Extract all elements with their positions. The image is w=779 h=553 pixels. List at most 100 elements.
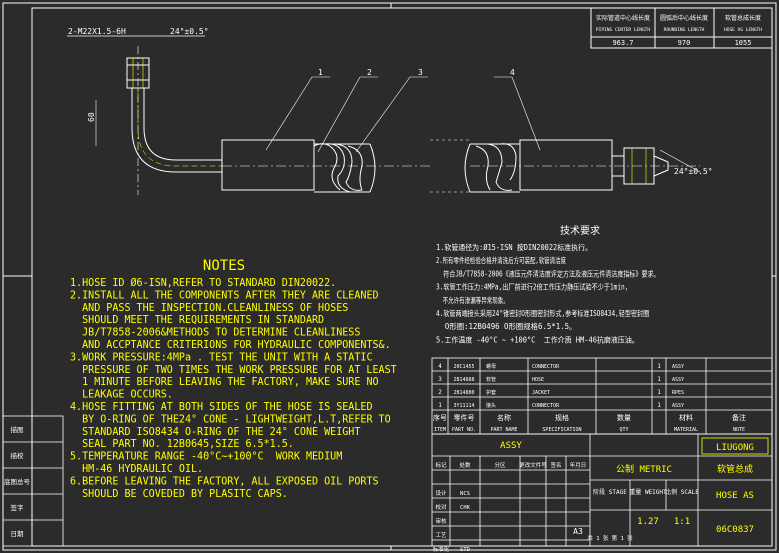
left-fitting-body bbox=[221, 139, 315, 191]
notes-line: SEAL PART NO. 12B0645,SIZE 6.5*1.5. bbox=[70, 439, 294, 450]
bom-row-part: 3Y11114 bbox=[453, 403, 474, 409]
title-block-signs: 标记处数分区更改文件号签名年月日 bbox=[435, 461, 586, 469]
title-block-roles: 设计NCS校对CHK审核工艺标准化STD批准APP bbox=[433, 489, 471, 553]
bom-row-en: JACKET bbox=[532, 390, 550, 396]
title-cn: 软管总成 bbox=[717, 463, 753, 475]
bom-h-name-en: PART NAME bbox=[490, 427, 517, 433]
mass-value: 1.27 bbox=[637, 517, 659, 527]
bom-row-mat: ASSY bbox=[672, 403, 684, 409]
left-strip-label: 日期 bbox=[11, 530, 25, 538]
title-block-sign: 签名 bbox=[550, 461, 561, 469]
bom-h-no-en: ITEM bbox=[434, 427, 446, 433]
left-strip-label: 描校 bbox=[11, 451, 25, 460]
notes-line: SHOULD BE COVEDED BY PLASITC CAPS. bbox=[70, 489, 288, 500]
notes-line: AND PASS THE INSPECTION.CLEANLINESS OF H… bbox=[70, 303, 348, 314]
tech-req-line: 符合JB/T7858-2006《液压元件清洁度评定方法及液压元件清洁度指标》要求… bbox=[436, 268, 660, 278]
bom-row-no: 2 bbox=[438, 389, 442, 396]
bom-row-qty: 1 bbox=[657, 363, 661, 370]
length-header-2-en: HOSE AS LENGTH bbox=[724, 27, 762, 33]
title-block-role: 工艺 bbox=[435, 532, 447, 539]
scale-label: 比例 SCALE bbox=[665, 488, 699, 496]
scale-value: 1:1 bbox=[674, 517, 690, 527]
balloon-1: 1 bbox=[318, 68, 323, 77]
thread-label: 2-M22X1.5-6H bbox=[68, 27, 126, 36]
metric-label: 公制 METRIC bbox=[616, 463, 672, 475]
cone-angle-right: 24°±0.5° bbox=[674, 167, 713, 176]
bom-h-part-cn: 零件号 bbox=[454, 413, 475, 422]
notes-line: BY O-RING OF THE24° CONE - LIGHTWEIGHT,L… bbox=[70, 414, 391, 425]
bom-row-en: HOSE bbox=[532, 377, 544, 383]
length-header-1-en: ROUNDING LENGTH bbox=[664, 27, 705, 33]
tech-req-line: O形圈:12B0496 O形圈规格6.5*1.5。 bbox=[436, 321, 576, 331]
left-strip-label: 签字 bbox=[11, 503, 25, 512]
logo bbox=[701, 437, 769, 455]
title-block-sign: 标记 bbox=[435, 461, 447, 469]
notes-line: 1.HOSE ID Ø6-ISN,REFER TO STANDARD DIN20… bbox=[70, 277, 336, 289]
bom-h-spec-cn: 规格 bbox=[555, 413, 569, 422]
notes-line: 2.INSTALL ALL THE COMPONENTS AFTER THEY … bbox=[70, 290, 379, 301]
bom-h-mat-cn: 材料 bbox=[679, 413, 693, 422]
total-sheets: 共 1 张 第 1 张 bbox=[587, 534, 633, 542]
bom-header: 序号 ITEM 零件号 PART NO. 名称 PART NAME 规格 SPE… bbox=[433, 413, 746, 433]
bom-row-part: 2B14888 bbox=[453, 377, 474, 383]
balloon-3: 3 bbox=[418, 68, 423, 77]
tech-req-line: 2.所有零件经检验合格并清洗后方可装配,软管清洁度 bbox=[436, 255, 566, 265]
title-block-sign: 处数 bbox=[459, 461, 471, 469]
title-block-role: 标准化 bbox=[433, 545, 450, 553]
bom-row-en: CONNECTOR bbox=[532, 364, 560, 370]
title-block-role-name: NCS bbox=[460, 491, 470, 497]
bom-h-qty-en: QTY bbox=[619, 427, 628, 433]
logo-text: LIUGONG bbox=[716, 443, 754, 453]
tech-requirements: 技术要求 1.软管通径为:Ø15-ISN 按DIN20022标准执行。2.所有零… bbox=[436, 224, 660, 344]
notes-line: LEAKAGE OCCURS. bbox=[70, 390, 173, 401]
bom-row-no: 1 bbox=[438, 402, 442, 409]
bom-row-no: 3 bbox=[438, 376, 442, 383]
notes-line: 5.TEMPERATURE RANGE -40°C~+100°C WORK ME… bbox=[70, 452, 342, 463]
bom-h-mat-en: MATERIAL bbox=[674, 427, 698, 433]
title-block-role: 校对 bbox=[435, 503, 447, 511]
bend-dimension: 60 bbox=[87, 112, 96, 122]
notes-title: NOTES bbox=[203, 258, 245, 274]
spring-guard-left bbox=[313, 143, 376, 193]
bom-row-cn: 螺母 bbox=[486, 363, 496, 370]
title-block-sign: 分区 bbox=[494, 461, 506, 469]
bom-h-note-cn: 备注 bbox=[732, 413, 746, 422]
notes-line: AND ACCPTANCE CRITERIONS FOR HYDRAULIC C… bbox=[70, 340, 391, 351]
tech-req-line: 5.工作温度 -40°C ~ +100°C 工作介质 HM-46抗磨液压油。 bbox=[436, 334, 639, 344]
stage-label: 阶段 STAGE bbox=[593, 488, 627, 496]
notes-line: HM-46 HYDRAULIC OIL. bbox=[70, 464, 203, 475]
right-nut bbox=[623, 147, 655, 185]
bom-row-en: CONNECTOR bbox=[532, 403, 560, 409]
title-block-sign: 更改文件号 bbox=[519, 461, 547, 469]
length-header-0-en: PIPING CENTER LENGTH bbox=[596, 27, 650, 33]
bom-h-part-en: PART NO. bbox=[452, 427, 476, 433]
length-header-1-cn: 圆弧后中心线长度 bbox=[660, 14, 708, 22]
cone-angle-left: 24°±0.5° bbox=[170, 27, 209, 36]
bom-h-note-en: NOTE bbox=[733, 427, 745, 433]
title-en: HOSE AS bbox=[716, 491, 754, 501]
bom-h-qty-cn: 数量 bbox=[617, 413, 631, 422]
bom-row-cn: 接头 bbox=[486, 402, 496, 409]
inner-frame bbox=[31, 7, 773, 547]
balloon-2: 2 bbox=[367, 68, 372, 77]
notes-lines: 1.HOSE ID Ø6-ISN,REFER TO STANDARD DIN20… bbox=[70, 277, 397, 500]
bom-row-qty: 1 bbox=[657, 402, 661, 409]
tech-req-line: 1.软管通径为:Ø15-ISN 按DIN20022标准执行。 bbox=[436, 242, 592, 252]
bom-h-no-cn: 序号 bbox=[433, 413, 447, 422]
bom-h-name-cn: 名称 bbox=[497, 413, 511, 422]
length-value-rounding: 970 bbox=[678, 39, 691, 47]
spring-guard-right bbox=[464, 143, 520, 193]
bom-row-no: 4 bbox=[438, 363, 442, 370]
bom-row-cn: 护套 bbox=[486, 389, 496, 396]
notes-line: 4.HOSE FITTING AT BOTH SIDES OF THE HOSE… bbox=[70, 402, 373, 413]
tech-req-line: 4.软管两端接头采用24°锥密封O形圈密封形式,参考标准ISO8434,轻型密封… bbox=[436, 308, 649, 318]
length-header-2-cn: 软管总成长度 bbox=[725, 14, 761, 22]
bom-row-qty: 1 bbox=[657, 376, 661, 383]
length-table: 实际管道中心线长度 PIPING CENTER LENGTH 圆弧后中心线长度 … bbox=[590, 7, 773, 49]
part-number: 06C0837 bbox=[716, 525, 754, 535]
title-block-role: 审核 bbox=[435, 517, 447, 525]
